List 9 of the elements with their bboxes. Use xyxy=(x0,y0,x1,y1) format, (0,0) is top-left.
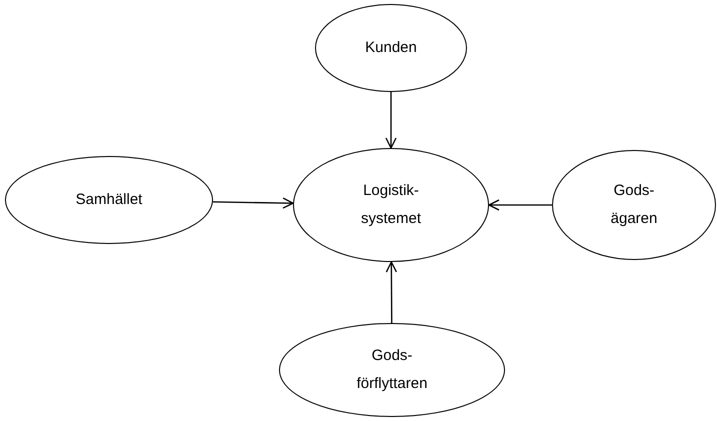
node-label: Samhället xyxy=(76,190,142,210)
arrow xyxy=(488,199,552,211)
node-label: Gods- ägaren xyxy=(610,181,658,229)
arrow xyxy=(385,92,397,149)
arrow xyxy=(386,261,398,323)
node-label: Kunden xyxy=(365,38,417,58)
node-label: Gods- förflyttaren xyxy=(356,346,428,394)
node-label: Logistik- systemet xyxy=(360,181,422,229)
arrow xyxy=(212,197,294,209)
